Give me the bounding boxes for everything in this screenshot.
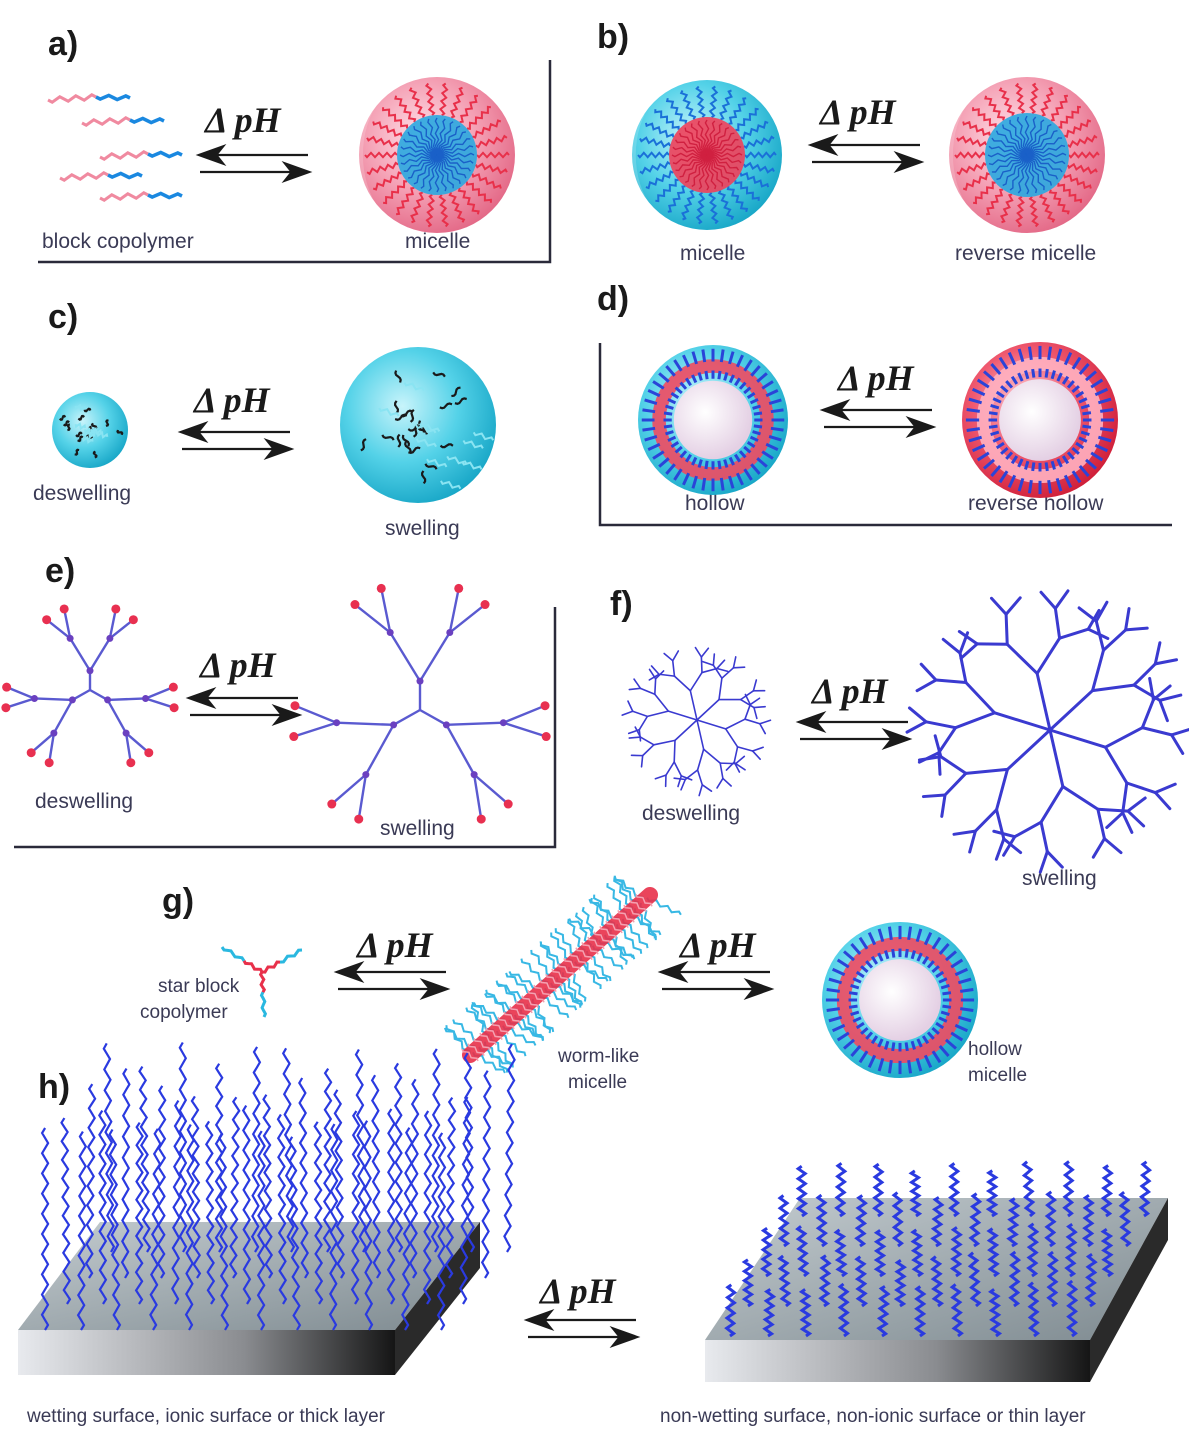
- caption-a-right: micelle: [405, 230, 470, 253]
- delta-ph-label-f: Δ pH: [810, 671, 889, 711]
- panel-letter-g: g): [162, 882, 194, 920]
- frame-d: [598, 343, 1172, 527]
- caption-g-right-2: micelle: [968, 1065, 1027, 1086]
- caption-h-right: non-wetting surface, non-ionic surface o…: [660, 1406, 1086, 1427]
- caption-e-right: swelling: [380, 817, 455, 840]
- micelle-a: [343, 77, 515, 233]
- panel-letter-h: h): [38, 1068, 70, 1106]
- caption-d-right: reverse hollow: [968, 492, 1104, 515]
- hollow-vesicle-d: [638, 345, 788, 495]
- delta-ph-label-g2: Δ pH: [678, 925, 757, 965]
- equilibrium-arrows-a: [195, 144, 313, 183]
- panel-letter-f: f): [610, 585, 633, 623]
- hydrogel-swelled: [340, 347, 496, 503]
- equilibrium-arrows-e: [185, 687, 303, 726]
- frame-e: [14, 607, 557, 849]
- caption-c-right: swelling: [385, 517, 460, 540]
- dendrimer-swelled: [289, 583, 551, 824]
- surface-thin-layer: [705, 1160, 1168, 1382]
- caption-e-left: deswelling: [35, 790, 133, 813]
- reverse-hollow-vesicle-d: [962, 342, 1118, 498]
- caption-g-mid-2: micelle: [568, 1072, 627, 1093]
- panel-letter-d: d): [597, 280, 629, 318]
- delta-ph-label-h: Δ pH: [538, 1271, 617, 1311]
- star-block-copolymer: [220, 946, 303, 1018]
- caption-h-left: wetting surface, ionic surface or thick …: [26, 1406, 386, 1427]
- delta-ph-label-g1: Δ pH: [355, 925, 434, 965]
- block-copolymer-chains: [47, 93, 183, 202]
- equilibrium-arrows-h: [523, 1309, 641, 1348]
- panel-letter-c: c): [48, 298, 78, 336]
- micelle-b: [617, 80, 782, 230]
- network-swelled: [905, 589, 1189, 874]
- caption-b-left: micelle: [680, 242, 745, 265]
- surface-thick-layer: [18, 1041, 516, 1375]
- caption-g-mid-1: worm-like: [557, 1046, 639, 1067]
- hydrogel-deswelled: [52, 392, 128, 468]
- hollow-micelle-g: [822, 922, 978, 1078]
- panel-letter-e: e): [45, 552, 75, 590]
- network-deswelled: [621, 646, 772, 797]
- panel-letter-a: a): [48, 25, 78, 63]
- caption-g-left-1: star block: [158, 976, 240, 997]
- caption-g-right-1: hollow: [968, 1039, 1022, 1060]
- worm-like-micelle: [443, 875, 682, 1074]
- caption-g-left-2: copolymer: [140, 1002, 228, 1023]
- delta-ph-label-d: Δ pH: [836, 358, 915, 398]
- delta-ph-label-c: Δ pH: [192, 380, 271, 420]
- equilibrium-arrows-c: [177, 421, 295, 460]
- equilibrium-arrows-f: [795, 711, 913, 750]
- equilibrium-arrows-g2: [657, 961, 775, 1000]
- reverse-micelle-b: [933, 77, 1105, 233]
- equilibrium-arrows-g1: [333, 961, 451, 1000]
- panel-letter-b: b): [597, 18, 629, 56]
- caption-b-right: reverse micelle: [955, 242, 1096, 265]
- caption-d-left: hollow: [685, 492, 745, 515]
- frame-a: [38, 60, 552, 264]
- caption-f-right: swelling: [1022, 867, 1097, 890]
- equilibrium-arrows-b: [807, 134, 925, 173]
- dendrimer-deswelled: [1, 604, 179, 768]
- delta-ph-label-a: Δ pH: [203, 100, 282, 140]
- equilibrium-arrows-d: [819, 399, 937, 438]
- delta-ph-label-b: Δ pH: [818, 92, 897, 132]
- caption-a-left: block copolymer: [42, 230, 194, 253]
- delta-ph-label-e: Δ pH: [198, 645, 277, 685]
- caption-f-left: deswelling: [642, 802, 740, 825]
- caption-c-left: deswelling: [33, 482, 131, 505]
